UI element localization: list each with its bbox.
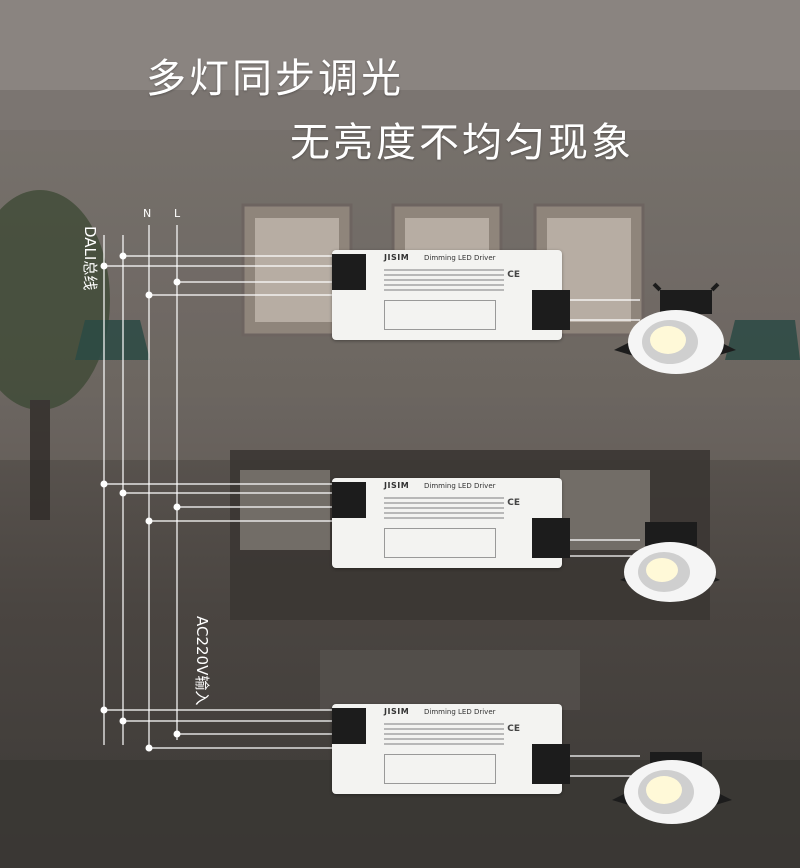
headline-line-1: 多灯同步调光 [146, 56, 404, 102]
driver-brand: JISIM [384, 707, 410, 716]
downlight-lamp-3 [612, 752, 732, 824]
downlight-lamp-1 [614, 282, 736, 374]
headline-line-2: 无亮度不均匀现象 [290, 120, 634, 166]
led-driver-1: JISIM Dimming LED Driver CE [332, 250, 570, 340]
ce-mark-icon: CE [507, 270, 520, 280]
led-driver-2: JISIM Dimming LED Driver CE [332, 478, 570, 568]
ce-mark-icon: CE [507, 724, 520, 734]
driver-title: Dimming LED Driver [424, 254, 496, 262]
driver-brand: JISIM [384, 253, 410, 262]
led-driver-3: JISIM Dimming LED Driver CE [332, 704, 570, 794]
downlight-lamp-2 [620, 522, 720, 602]
ce-mark-icon: CE [507, 498, 520, 508]
live-label: L [174, 207, 181, 220]
ac-input-label: AC220V输入 [193, 616, 211, 706]
neutral-label: N [143, 207, 152, 220]
driver-title: Dimming LED Driver [424, 708, 496, 716]
driver-title: Dimming LED Driver [424, 482, 496, 490]
driver-brand: JISIM [384, 481, 410, 490]
dali-bus-label: DALI总线 [81, 226, 99, 291]
